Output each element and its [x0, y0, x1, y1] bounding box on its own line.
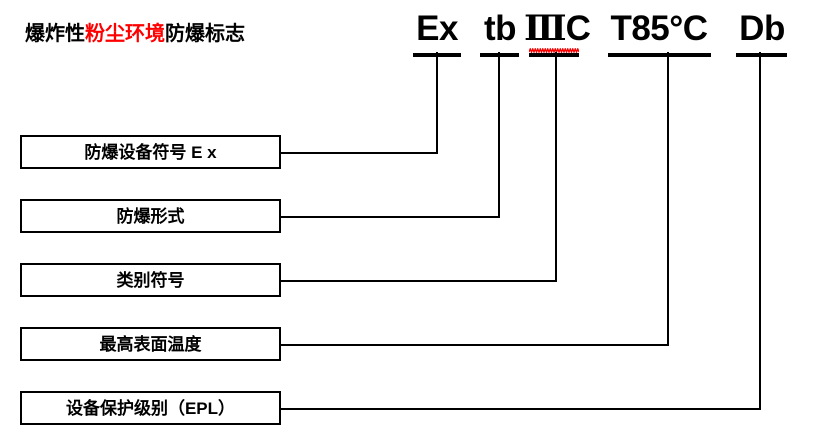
code-rule-group-symbol — [529, 53, 579, 57]
connector-horizontal-equipment-symbol — [281, 152, 438, 154]
page-title: 爆炸性粉尘环境防爆标志 — [25, 24, 245, 44]
code-text-max-surface-temp: T85°C — [610, 9, 708, 48]
code-segment-epl: Db — [731, 8, 793, 54]
code-text-epl: Db — [739, 9, 785, 48]
connector-vertical-epl — [759, 52, 761, 410]
connector-horizontal-group-symbol — [281, 280, 557, 282]
label-text-group-symbol: 类别符号 — [116, 270, 185, 290]
code-segment-max-surface-temp: T85°C — [601, 8, 717, 54]
title-part-1: 爆炸性 — [25, 23, 85, 45]
connector-horizontal-protection-type — [281, 216, 500, 218]
code-text-group-suffix: C — [565, 9, 591, 48]
label-box-protection-type[interactable]: 防爆形式 — [20, 199, 281, 233]
connector-vertical-equipment-symbol — [436, 52, 438, 154]
code-segment-equipment-symbol: Ex — [405, 8, 469, 54]
code-segment-protection-type: tb — [472, 8, 528, 54]
title-part-highlight: 粉尘环境 — [85, 23, 165, 45]
code-text-group-roman: Ⅲ — [524, 9, 567, 48]
label-box-equipment-symbol[interactable]: 防爆设备符号 E x — [20, 135, 281, 169]
code-text-equipment-symbol: Ex — [416, 9, 458, 48]
code-text-protection-type: tb — [483, 9, 517, 48]
spellcheck-squiggle-icon — [529, 48, 579, 53]
label-text-max-surface-temp: 最高表面温度 — [99, 334, 202, 354]
connector-vertical-max-surface-temp — [667, 52, 669, 346]
code-rule-max-surface-temp — [608, 53, 711, 57]
connector-horizontal-max-surface-temp — [281, 344, 669, 346]
label-text-equipment-symbol: 防爆设备符号 E x — [84, 142, 217, 162]
label-box-group-symbol[interactable]: 类别符号 — [20, 263, 281, 297]
label-text-epl: 设备保护级别（EPL） — [65, 398, 236, 418]
title-part-3: 防爆标志 — [165, 23, 245, 45]
code-segment-group-symbol: ⅢC — [524, 8, 591, 54]
marking-code-row: Ex tb ⅢC T85°C Db — [0, 8, 819, 68]
connector-vertical-group-symbol — [555, 52, 557, 282]
label-text-protection-type: 防爆形式 — [116, 206, 185, 226]
connector-horizontal-epl — [281, 408, 761, 410]
code-rule-epl — [736, 53, 787, 57]
label-box-epl[interactable]: 设备保护级别（EPL） — [20, 391, 281, 425]
connector-vertical-protection-type — [498, 52, 500, 218]
label-box-max-surface-temp[interactable]: 最高表面温度 — [20, 327, 281, 361]
